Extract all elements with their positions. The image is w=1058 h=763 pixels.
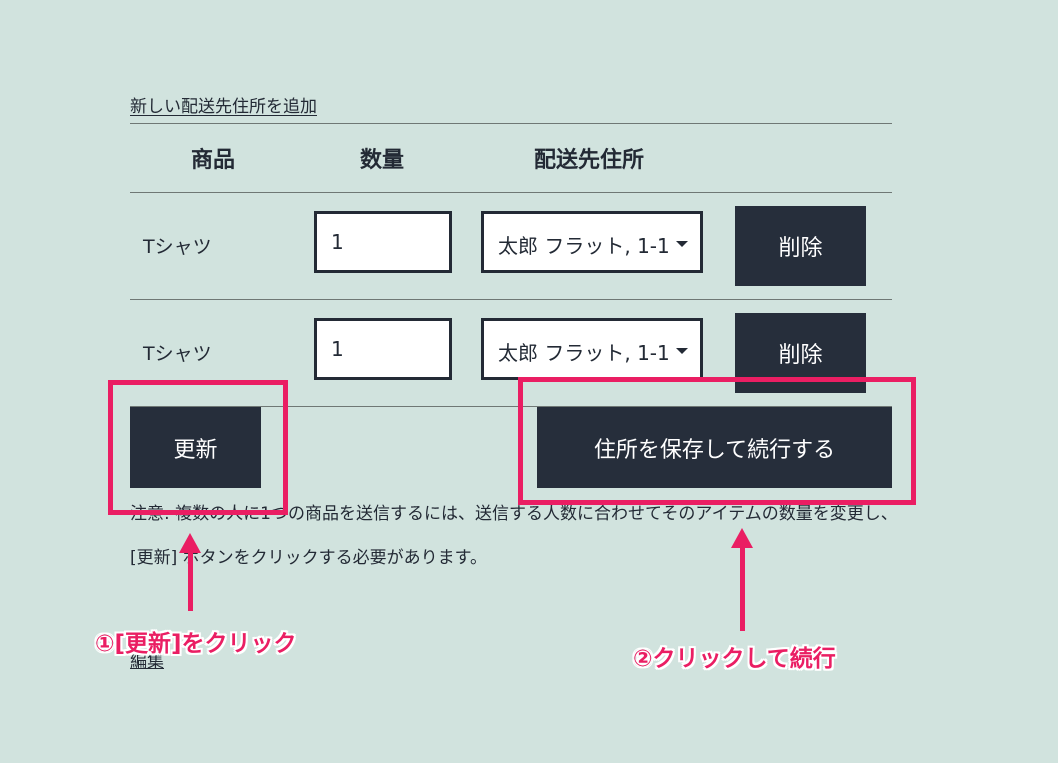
table-row: Tシャツ 太郎 フラット, 1-1 削除 [0,205,1058,289]
highlight-update-button [108,380,288,515]
callout-click-continue: ②クリックして続行 [633,646,836,672]
chevron-down-icon [676,348,688,354]
add-shipping-address-link[interactable]: 新しい配送先住所を追加 [130,97,317,117]
row-divider [130,299,892,300]
column-header-address: 配送先住所 [534,148,645,173]
header-divider [130,192,892,193]
chevron-down-icon [676,241,688,247]
table-bottom-divider [130,406,892,407]
quantity-input[interactable] [314,211,452,273]
arrow-up-icon [179,533,201,553]
table-top-divider [130,123,892,124]
address-select[interactable]: 太郎 フラット, 1-1 [481,211,703,273]
arrow-up-icon [731,528,753,548]
address-select-value: 太郎 フラット, 1-1 [498,234,670,258]
address-select-value: 太郎 フラット, 1-1 [498,341,670,365]
highlight-save-button [518,377,916,505]
arrow-shaft [740,545,745,631]
multi-recipient-note: 注意: 複数の人に1つの商品を送信するには、送信する人数に合わせてそのアイテムの… [130,504,898,568]
delete-button[interactable]: 削除 [735,206,866,286]
quantity-input[interactable] [314,318,452,380]
product-name: Tシャツ [143,236,212,258]
edit-link[interactable]: 編集 [130,652,164,672]
update-button[interactable]: 更新 [130,407,261,488]
product-name: Tシャツ [143,343,212,365]
callout-click-update: ①[更新]をクリック [95,631,297,657]
address-select[interactable]: 太郎 フラット, 1-1 [481,318,703,380]
arrow-shaft [188,550,193,611]
save-and-continue-button[interactable]: 住所を保存して続行する [537,407,892,488]
column-header-quantity: 数量 [360,148,405,173]
column-header-product: 商品 [191,148,236,173]
